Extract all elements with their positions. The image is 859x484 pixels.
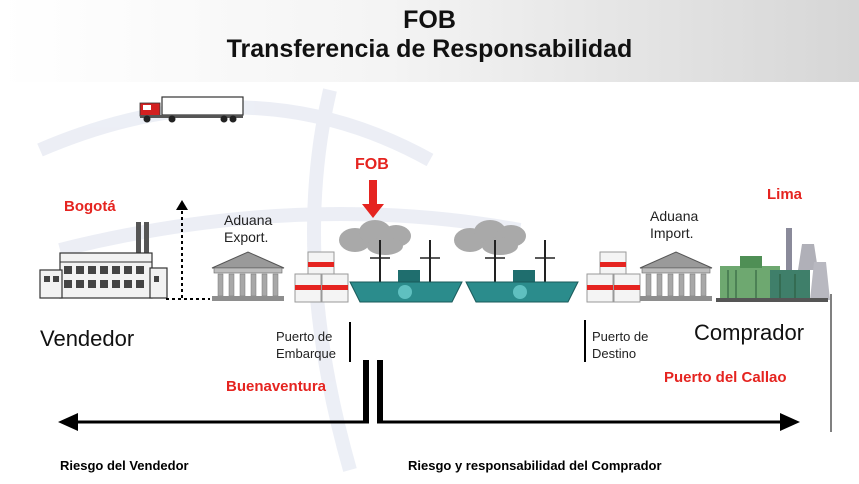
header-band — [0, 0, 859, 82]
customs-building-icon — [211, 251, 285, 301]
factory-icon — [39, 222, 168, 299]
puerto-embarque-label: Puerto de Embarque — [276, 328, 336, 362]
port-bracket-lines — [349, 320, 586, 362]
puerto-callao-label: Puerto del Callao — [664, 369, 787, 386]
vendedor-label: Vendedor — [40, 326, 135, 351]
fob-marker-label: FOB — [355, 156, 389, 173]
cargo-boxes-icon — [294, 251, 349, 303]
ship-icon — [454, 220, 579, 303]
aduana-import-line1: Aduana — [650, 208, 699, 224]
customs-building-icon — [639, 251, 713, 301]
comprador-label: Comprador — [694, 320, 805, 345]
aduana-export-line1: Aduana — [224, 212, 273, 228]
aduana-import-label: Aduana Import. — [650, 208, 698, 242]
title-line-1: FOB — [403, 6, 456, 34]
truck-icon — [139, 96, 244, 123]
seller-risk-label: Riesgo del Vendedor — [60, 458, 189, 473]
puerto-destino-line1: Puerto de — [592, 329, 649, 344]
aduana-export-line2: Export. — [224, 229, 269, 245]
lima-label: Lima — [767, 186, 803, 203]
transfer-point-markers — [363, 360, 383, 422]
aduana-export-label: Aduana Export. — [224, 212, 272, 246]
puerto-destino-label: Puerto de Destino — [592, 328, 648, 362]
down-arrow-icon — [362, 180, 384, 218]
buenaventura-label: Buenaventura — [226, 378, 327, 395]
title-line-2: Transferencia de Responsabilidad — [226, 35, 633, 63]
aduana-import-line2: Import. — [650, 225, 694, 241]
ship-icon — [339, 220, 463, 303]
risk-arrow-icon — [58, 413, 800, 431]
power-plant-icon — [716, 228, 830, 302]
puerto-embarque-line1: Puerto de — [276, 329, 333, 344]
cargo-boxes-icon — [586, 251, 641, 303]
puerto-destino-line2: Destino — [592, 346, 637, 361]
puerto-embarque-line2: Embarque — [276, 346, 336, 361]
buyer-risk-label: Riesgo y responsabilidad del Comprador — [408, 458, 662, 473]
bogota-label: Bogotá — [64, 198, 116, 215]
loading-arrow — [166, 200, 210, 300]
